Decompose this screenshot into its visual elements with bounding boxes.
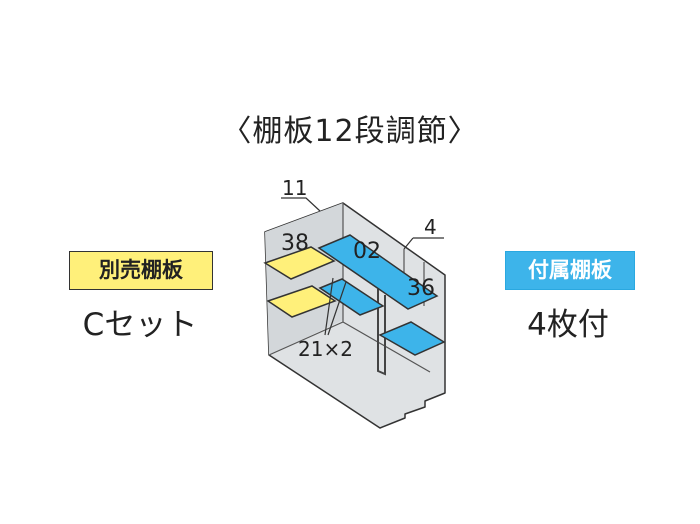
- label-4: 4: [424, 215, 437, 239]
- shed-back-wall: [265, 203, 343, 355]
- label-36: 36: [407, 276, 435, 301]
- optional-shelf-set-label: Cセット: [82, 307, 198, 343]
- leader-line-11: [281, 197, 321, 212]
- leader-line-21: [324, 277, 347, 336]
- label-21x2: 21×2: [298, 337, 353, 361]
- included-shelf-badge: 付属棚板: [505, 251, 635, 290]
- leader-line-4: [403, 237, 444, 250]
- included-shelf-long-lower: [318, 278, 385, 316]
- label-38: 38: [281, 231, 309, 256]
- label-11: 11: [282, 176, 307, 200]
- included-shelf-count-label: 4枚付: [527, 307, 609, 343]
- optional-shelf-badge: 別売棚板: [69, 251, 213, 290]
- optional-shelf-lower: [266, 285, 337, 318]
- included-shelf-right-lower: [378, 321, 446, 356]
- optional-shelf-upper: [263, 246, 336, 280]
- page-title: 〈棚板12段調節〉: [221, 114, 479, 149]
- label-02: 02: [353, 239, 381, 264]
- included-shelf-long-upper: [317, 234, 439, 310]
